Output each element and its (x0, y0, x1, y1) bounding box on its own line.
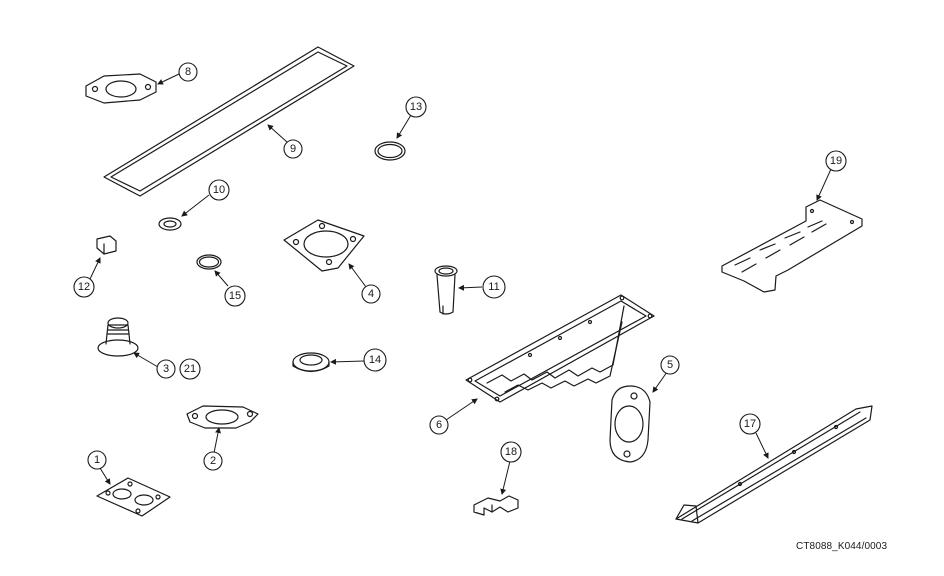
svg-text:19: 19 (830, 155, 842, 167)
part-13-o-ring (374, 141, 406, 161)
svg-text:2: 2 (210, 455, 216, 467)
part-8-flange-gasket (85, 73, 157, 104)
callout-6: 6 (429, 415, 449, 435)
part-12-clip (96, 235, 117, 255)
part-17-channel-strip (675, 405, 873, 524)
callout-15: 15 (224, 285, 246, 307)
svg-text:17: 17 (744, 418, 756, 430)
part-9-long-gasket (103, 46, 355, 197)
part-6-manifold-gasket (465, 294, 655, 403)
leader-14 (330, 358, 365, 365)
svg-text:6: 6 (436, 419, 442, 431)
callout-18: 18 (500, 441, 522, 463)
part-1-double-gasket (96, 477, 171, 517)
part-5-oval-gasket (609, 385, 651, 463)
svg-text:9: 9 (290, 143, 296, 155)
callout-17: 17 (739, 413, 761, 435)
callout-11: 11 (482, 275, 506, 299)
leader-5 (652, 371, 668, 393)
svg-text:12: 12 (78, 281, 90, 293)
leader-12 (89, 257, 101, 280)
svg-text:1: 1 (94, 454, 100, 466)
part-15-o-ring (196, 254, 222, 270)
leader-9 (267, 124, 288, 143)
part-4-square-gasket (283, 219, 365, 272)
svg-text:11: 11 (488, 281, 499, 293)
callout-5: 5 (660, 355, 680, 375)
svg-text:21: 21 (184, 363, 196, 375)
callout-9: 9 (283, 139, 303, 159)
callout-19: 19 (825, 150, 847, 172)
callout-8: 8 (178, 62, 198, 82)
part-3-stud (97, 317, 139, 357)
callout-4: 4 (361, 284, 381, 304)
leader-4 (348, 263, 367, 288)
svg-text:10: 10 (213, 184, 225, 196)
part-11-tube (434, 265, 458, 315)
leader-1 (99, 467, 111, 485)
svg-text:13: 13 (410, 101, 422, 113)
leader-6 (445, 398, 478, 421)
part-10-seal (158, 217, 182, 231)
leader-18 (500, 460, 511, 495)
callout-21: 21 (179, 358, 201, 380)
svg-text:3: 3 (163, 363, 169, 375)
svg-text:15: 15 (229, 290, 241, 302)
leader-8 (157, 73, 180, 85)
callout-13: 13 (405, 96, 427, 118)
callout-1: 1 (87, 450, 107, 470)
part-14-thick-ring (292, 352, 330, 373)
figure-code: CT8088_K044/0003 (796, 541, 888, 552)
leader-19 (816, 168, 832, 201)
svg-text:8: 8 (185, 66, 191, 78)
leader-10 (181, 194, 210, 217)
leader-15 (214, 270, 229, 287)
callout-2: 2 (203, 451, 223, 471)
part-18-bracket (473, 495, 519, 516)
leader-13 (396, 114, 412, 139)
callout-10: 10 (208, 179, 230, 201)
svg-text:14: 14 (369, 354, 381, 366)
leader-17 (755, 432, 769, 459)
part-19-heat-shield (721, 199, 863, 293)
svg-text:18: 18 (505, 446, 517, 458)
svg-text:5: 5 (667, 359, 673, 371)
callout-14: 14 (363, 348, 387, 372)
svg-text:4: 4 (368, 288, 374, 300)
part-2-flange-gasket (186, 405, 259, 429)
callout-12: 12 (73, 276, 95, 298)
leader-2 (213, 427, 221, 454)
leader-3 (133, 352, 159, 368)
callout-3: 3 (156, 359, 176, 379)
leader-11 (458, 284, 483, 291)
